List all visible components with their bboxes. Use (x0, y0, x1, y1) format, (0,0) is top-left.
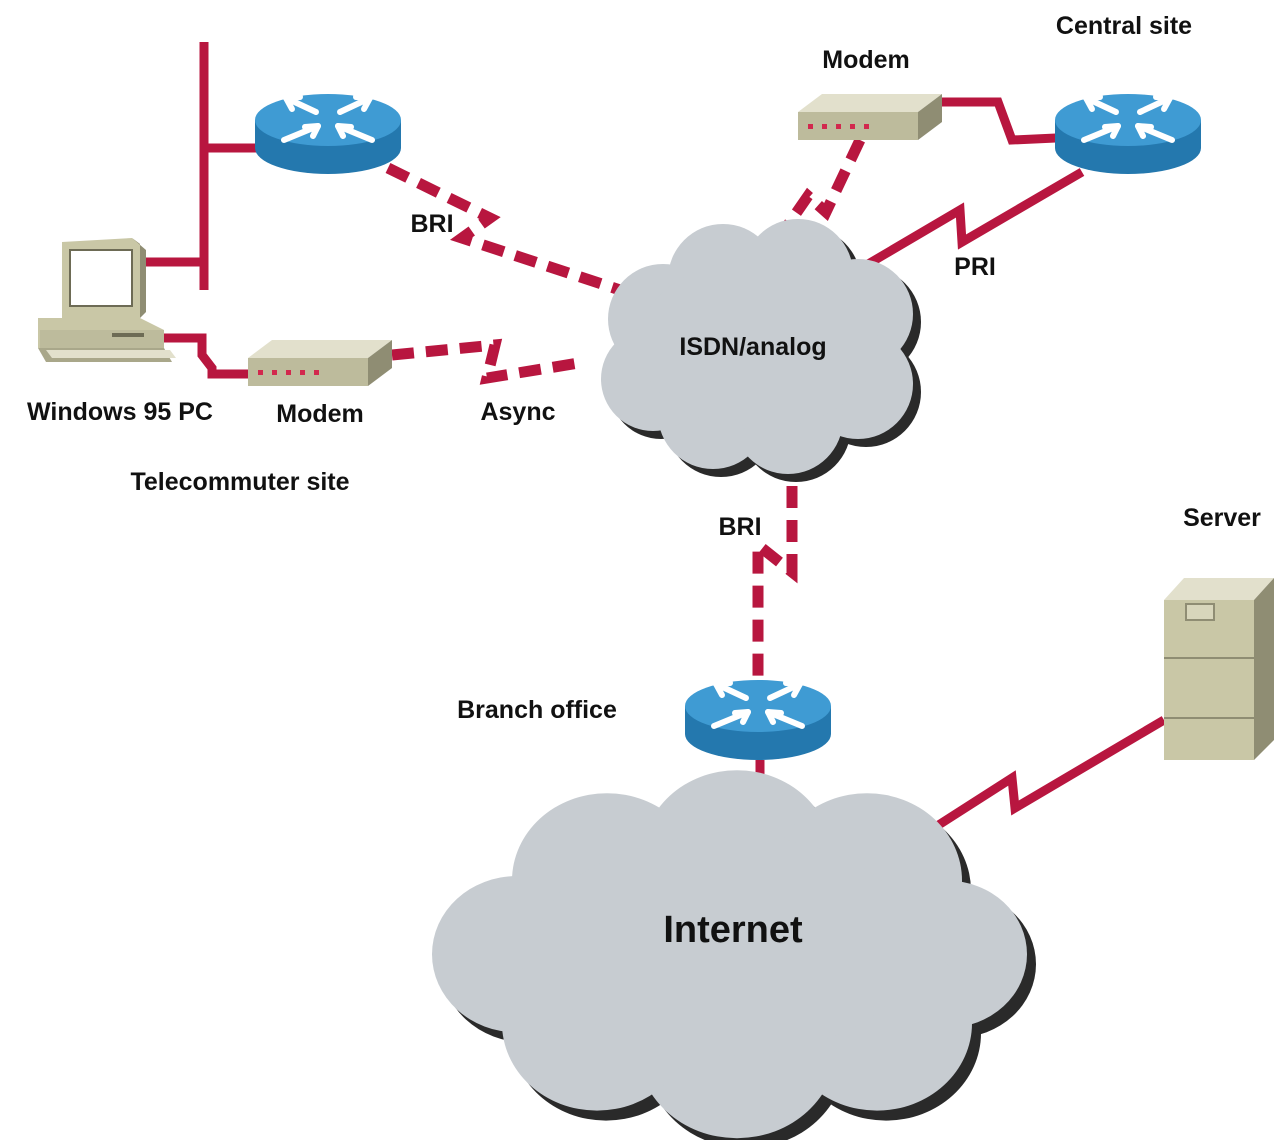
modem-icon (798, 94, 942, 140)
bri-top-label: BRI (410, 210, 453, 238)
windows-pc-label: Windows 95 PC (27, 398, 213, 426)
central-site-label: Central site (1056, 12, 1192, 40)
link-central-router-pri (855, 168, 1085, 274)
internet-label: Internet (663, 909, 803, 951)
link-central-modem-dialup (767, 137, 865, 252)
router-icon (255, 94, 401, 174)
telecommuter-site-label: Telecommuter site (130, 468, 349, 496)
modem-top-label: Modem (822, 46, 910, 74)
link-internet-server (909, 716, 1167, 846)
bri-bottom-label: BRI (718, 513, 761, 541)
modem-left-label: Modem (276, 400, 364, 428)
link-modem-async (391, 338, 586, 385)
server-label: Server (1183, 504, 1261, 532)
async-label: Async (480, 398, 555, 426)
pc-icon (38, 238, 176, 362)
server-icon (1164, 578, 1274, 760)
isdn-analog-label: ISDN/analog (679, 333, 826, 361)
link-pc-modem (155, 333, 252, 379)
router-icon (685, 680, 831, 760)
branch-office-label: Branch office (457, 696, 617, 724)
link-modem-central-router (940, 97, 1057, 145)
modem-icon (248, 340, 392, 386)
router-icon (1055, 94, 1201, 174)
link-isdn-branch-bri (752, 452, 798, 686)
telecommuter-lan-bus (145, 42, 262, 290)
pri-label: PRI (954, 253, 996, 281)
